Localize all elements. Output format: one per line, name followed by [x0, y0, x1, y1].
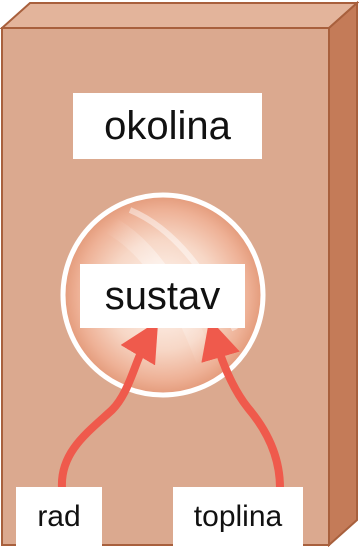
box-side-face: [328, 0, 358, 547]
surroundings-label: okolina: [73, 93, 262, 159]
work-arrow: [57, 320, 159, 492]
system-label: sustav: [80, 264, 245, 328]
work-label: rad: [16, 487, 102, 547]
box-top-face: [0, 1, 359, 29]
heat-label: toplina: [173, 487, 303, 547]
heat-arrow: [201, 318, 284, 492]
